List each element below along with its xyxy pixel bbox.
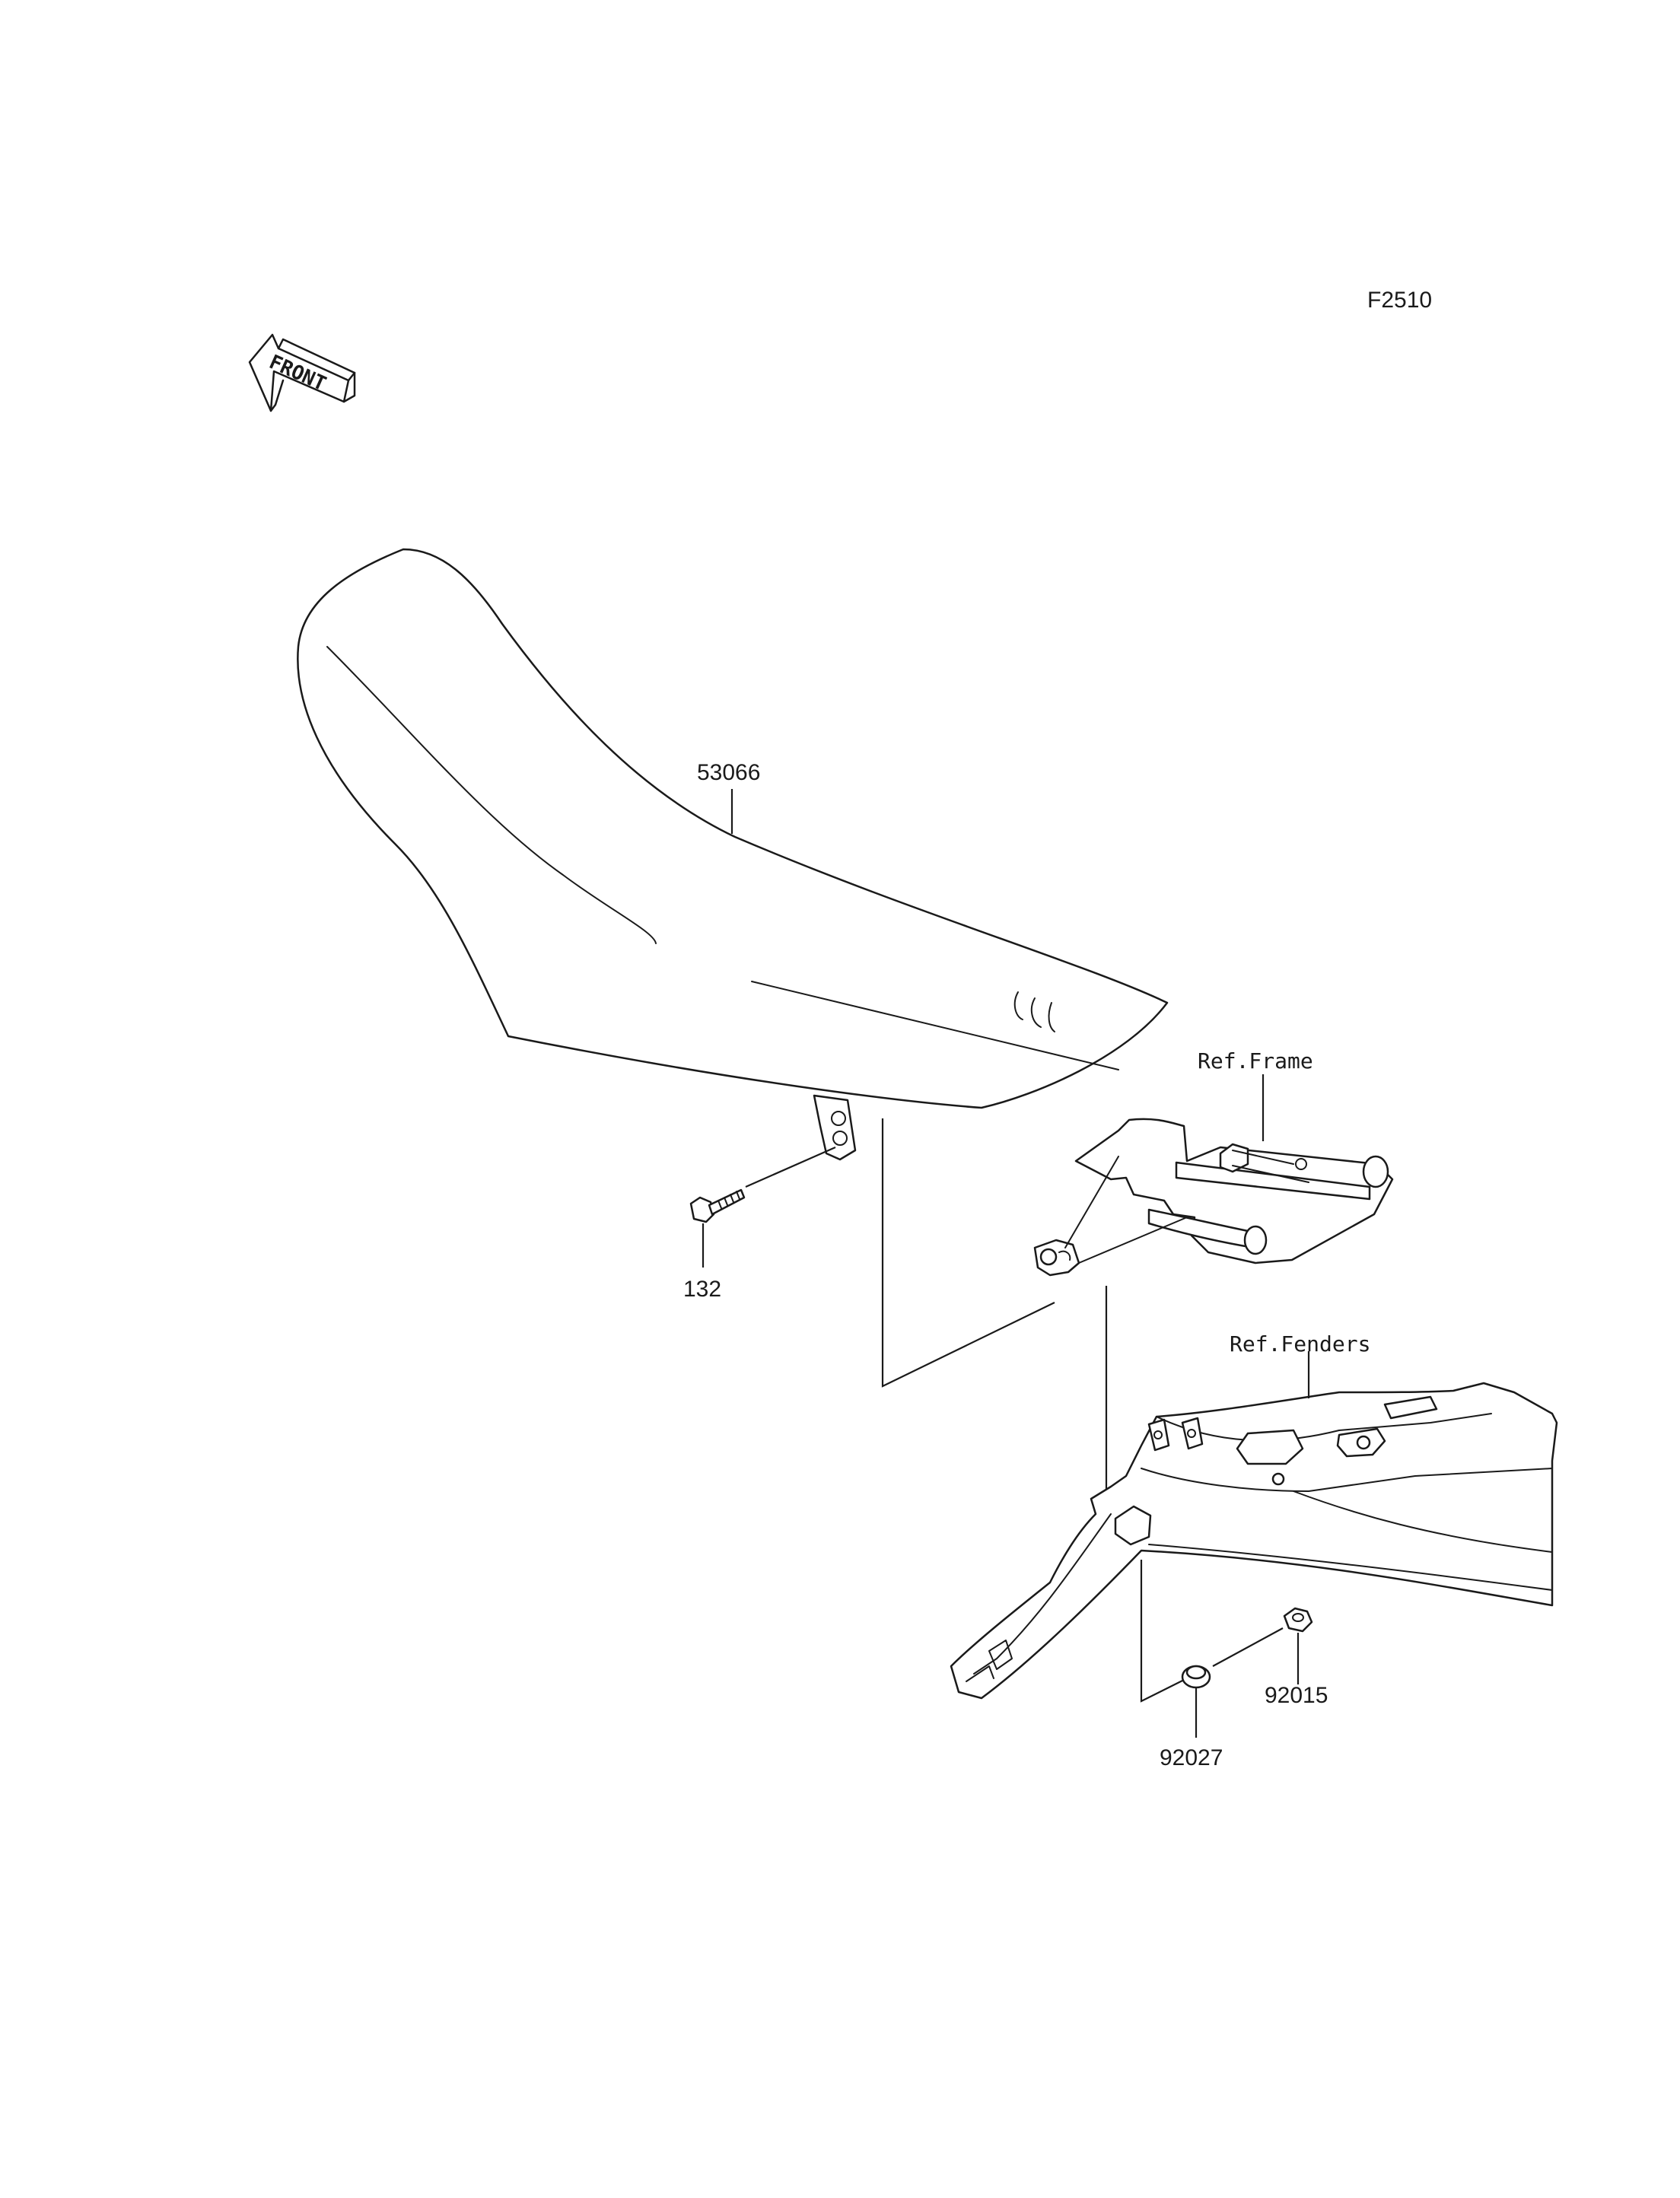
part-label-92027: 92027	[1160, 1745, 1223, 1770]
nut-drawing	[1283, 1607, 1313, 1633]
rear-fender-drawing	[950, 1382, 1558, 1700]
part-label-53066: 53066	[697, 760, 760, 785]
reference-label-fenders: Ref.Fenders	[1230, 1331, 1370, 1357]
front-arrow-icon: FRONT	[248, 333, 356, 412]
reference-label-frame: Ref.Frame	[1198, 1048, 1313, 1074]
part-label-92015: 92015	[1265, 1683, 1328, 1708]
frame-drawing	[1033, 1118, 1394, 1277]
seat-drawing	[297, 548, 1169, 1161]
bolt-drawing	[689, 1188, 746, 1223]
diagram-code: F2510	[1367, 288, 1432, 313]
collar-drawing	[1181, 1665, 1211, 1689]
part-label-132: 132	[683, 1277, 721, 1302]
